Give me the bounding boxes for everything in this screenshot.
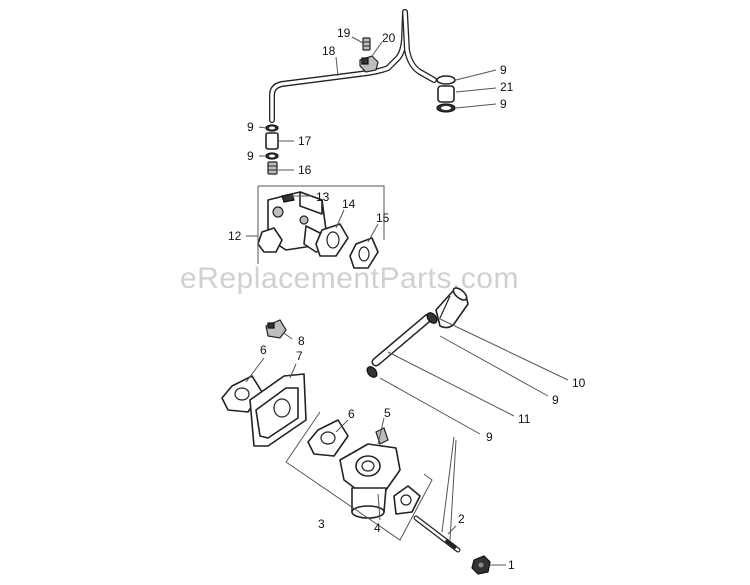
callout-4: 4 <box>374 521 381 535</box>
callout-21: 21 <box>500 80 514 94</box>
callout-19: 19 <box>337 26 351 40</box>
callout-9-top-a: 9 <box>500 63 507 77</box>
fitting-19-part <box>362 37 371 51</box>
callout-16: 16 <box>298 163 312 177</box>
gasket-6-center-part <box>307 419 349 457</box>
callout-17: 17 <box>298 134 312 148</box>
callout-20: 20 <box>382 31 396 45</box>
fuel-line-part <box>269 9 437 123</box>
stud-2-part <box>413 515 461 553</box>
hose-11-part <box>371 313 433 367</box>
hose-clamps-part <box>366 312 438 378</box>
carburetor-5-part <box>339 427 401 519</box>
leader-lines <box>245 36 569 566</box>
callout-5: 5 <box>384 406 391 420</box>
fuel-filter-21-part <box>436 75 456 113</box>
callout-9-right: 9 <box>552 393 559 407</box>
callout-7: 7 <box>296 349 303 363</box>
callout-18: 18 <box>322 44 336 58</box>
assembly-brackets <box>246 185 433 541</box>
elbow-fitting-20-part <box>359 55 379 73</box>
callout-1: 1 <box>508 558 515 572</box>
callout-6-center: 6 <box>348 407 355 421</box>
callout-9-left-b: 9 <box>247 149 254 163</box>
plate-15-part <box>349 237 379 269</box>
nut-1-part <box>471 555 491 575</box>
fuel-filter-10-part <box>435 287 469 329</box>
callout-3: 3 <box>318 517 325 531</box>
spacer-7-part <box>249 373 307 447</box>
callout-2: 2 <box>458 512 465 526</box>
callout-13: 13 <box>316 190 330 204</box>
gasket-4-part <box>393 485 421 515</box>
callout-9-bottom: 9 <box>486 430 493 444</box>
gasket-14-part <box>315 223 349 257</box>
callout-9-left-a: 9 <box>247 120 254 134</box>
callout-12: 12 <box>228 229 242 243</box>
hose-stack-left-part <box>265 124 279 175</box>
callout-6-left: 6 <box>260 343 267 357</box>
callout-10: 10 <box>572 376 586 390</box>
callout-11: 11 <box>518 412 531 426</box>
callout-8: 8 <box>298 334 305 348</box>
callout-labels: 1 2 3 4 5 6 6 7 8 9 9 9 9 9 9 10 11 12 1… <box>228 26 586 572</box>
callout-15: 15 <box>376 211 390 225</box>
callout-9-top-b: 9 <box>500 97 507 111</box>
fuel-pump-12-part <box>257 191 331 253</box>
watermark-text: eReplacementParts.com <box>180 262 519 295</box>
elbow-fitting-8-part <box>265 319 287 339</box>
callout-14: 14 <box>342 197 356 211</box>
